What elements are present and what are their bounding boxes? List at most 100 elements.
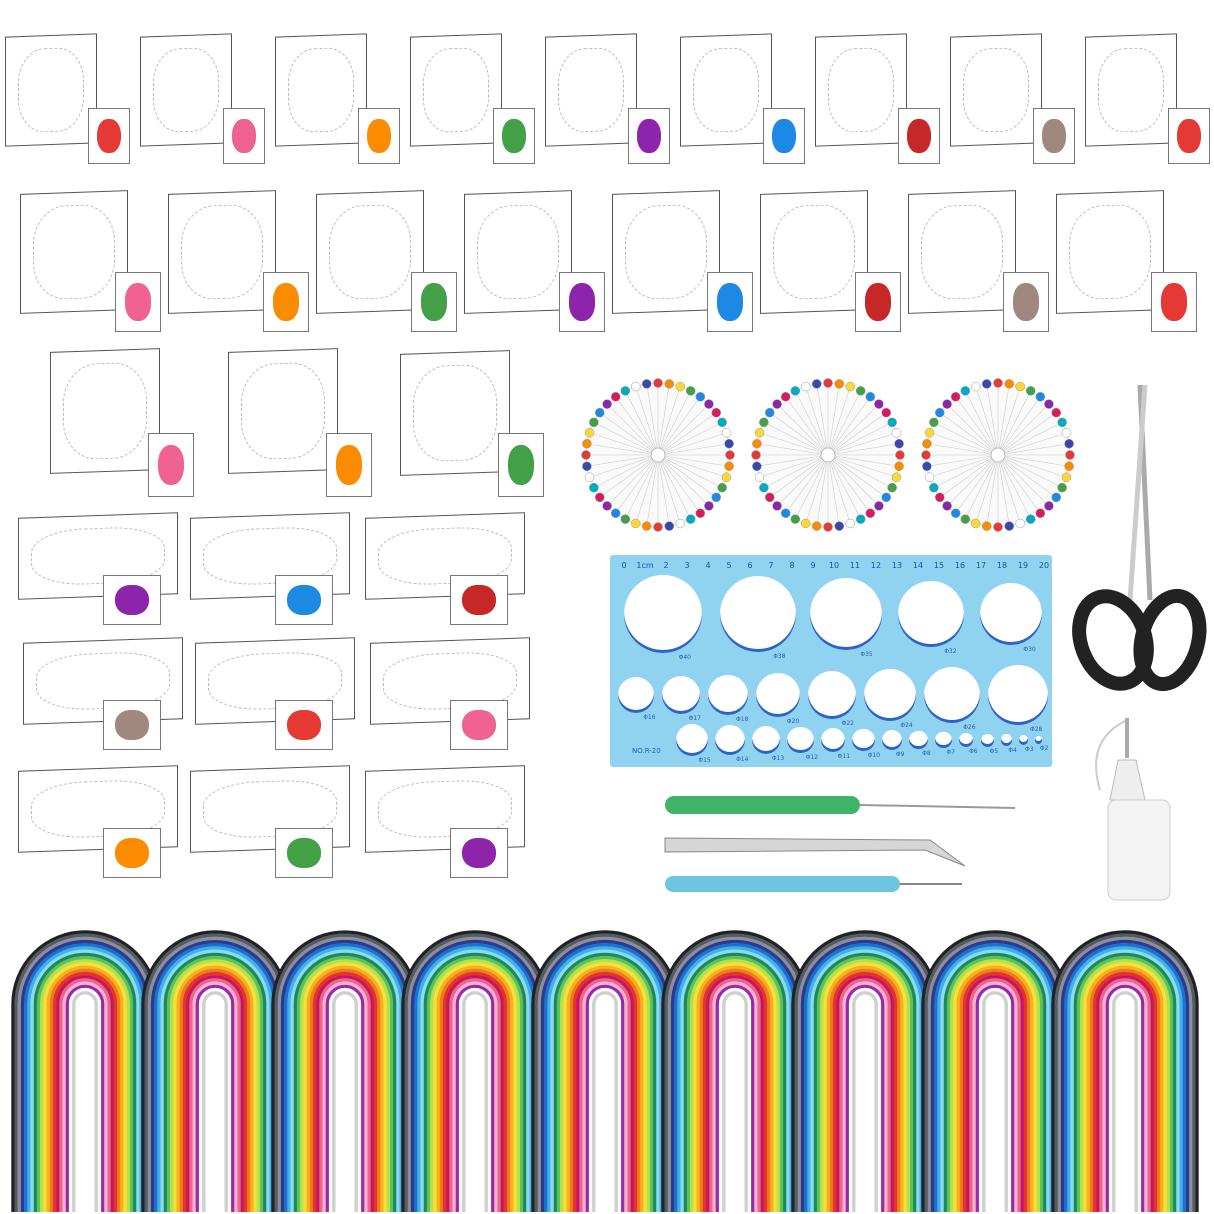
pin-head (950, 508, 961, 518)
paper-strip (68, 987, 102, 1212)
paper-strip-bundle (11, 930, 159, 1212)
pin-head (950, 392, 961, 402)
circle-template (752, 725, 781, 755)
paper-strip (566, 965, 644, 1212)
circle-template (808, 671, 856, 719)
finished-sample-thumbnail (103, 828, 161, 878)
pin-head (1025, 386, 1036, 396)
finished-sample-thumbnail (450, 575, 508, 625)
paper-strip (550, 949, 660, 1212)
paper-strip (293, 952, 397, 1212)
circle-template (909, 730, 928, 750)
ruler-scale-mark: 18 (996, 561, 1008, 570)
paper-strip (189, 978, 241, 1212)
ruler-scale-mark: 2 (663, 561, 669, 570)
paper-strip (553, 952, 657, 1212)
pin-head (895, 450, 905, 460)
circle-size-label: Φ7 (946, 749, 956, 757)
paper-strip (972, 981, 1018, 1212)
paper-strip-bundle (921, 930, 1069, 1212)
pin-head (675, 381, 685, 392)
paper-strip (959, 968, 1031, 1212)
paper-strip (436, 965, 514, 1212)
paper-strip (306, 965, 384, 1212)
pin-head (881, 492, 891, 503)
circle-template (624, 575, 702, 653)
paper-strip (40, 959, 130, 1212)
paper-strip (1112, 991, 1138, 1212)
paper-strip (198, 987, 232, 1212)
paper-strip (458, 987, 492, 1212)
circle-size-label: Φ3 (1025, 745, 1034, 753)
pin-head (865, 392, 876, 402)
pin-head (942, 501, 952, 511)
ruler-scale-mark: 12 (870, 561, 882, 570)
paper-strip (59, 978, 111, 1212)
paper-strip-bundle (141, 930, 289, 1212)
paper-strip (836, 975, 894, 1212)
paper-strip (296, 955, 394, 1212)
paper-strip (953, 962, 1037, 1212)
paper-strip (576, 975, 634, 1212)
pin-head (1065, 450, 1075, 460)
ruler-model: NO.R-20 (632, 747, 661, 755)
pin-head (780, 508, 791, 518)
paper-strip (1080, 959, 1170, 1212)
paper-strip (24, 943, 146, 1212)
paper-strip (845, 984, 885, 1212)
paper-strip (946, 955, 1044, 1212)
circle-template (662, 676, 700, 714)
pin-head (874, 501, 884, 511)
paper-strip (563, 962, 647, 1212)
paper-strip (173, 962, 257, 1212)
pin-head (894, 438, 904, 449)
pin-head (891, 472, 902, 482)
paper-strip (826, 965, 904, 1212)
circle-template (715, 724, 746, 756)
pin-head (584, 472, 595, 482)
paper-strip (800, 939, 930, 1212)
pin-head (595, 407, 605, 418)
pin-head (887, 417, 897, 428)
paper-strip (956, 965, 1034, 1212)
circle-template (980, 583, 1042, 645)
pin-head (772, 501, 782, 511)
paper-strip (715, 984, 755, 1212)
paper-strip (1067, 946, 1183, 1212)
paper-strip (452, 981, 498, 1212)
circle-size-label: Φ8 (922, 750, 931, 758)
finished-sample-thumbnail (1003, 272, 1049, 332)
pin-head (610, 392, 621, 402)
paper-strip (582, 981, 628, 1212)
paper-strip (1105, 984, 1145, 1212)
pin-head (711, 492, 721, 503)
finished-sample-thumbnail (223, 108, 265, 164)
paper-strip (455, 984, 495, 1212)
pin-wheel (751, 378, 905, 532)
ruler-scale-mark: 1cm (636, 561, 654, 570)
paper-strip (290, 949, 400, 1212)
pin-head (929, 417, 939, 428)
paper-strip (677, 946, 793, 1212)
paper-strip (1092, 971, 1158, 1212)
paper-strip (823, 962, 907, 1212)
circle-template (958, 732, 974, 748)
pin-head (704, 501, 714, 511)
paper-strip (1073, 952, 1177, 1212)
circle-template (1018, 735, 1028, 745)
paper-strip (680, 949, 790, 1212)
circle-size-label: Φ10 (867, 752, 881, 760)
paper-strip (722, 991, 748, 1212)
pin-head (1044, 399, 1054, 409)
pin-head (1025, 514, 1036, 524)
paper-strip (683, 952, 787, 1212)
ruler-scale-mark: 19 (1017, 561, 1029, 570)
paper-strip (842, 981, 888, 1212)
paper-strip (182, 971, 248, 1212)
circle-size-label: Φ15 (698, 757, 711, 764)
ruler-scale-mark: 14 (912, 561, 924, 570)
paper-strip (46, 965, 124, 1212)
paper-strip (170, 959, 260, 1212)
pin-head (960, 514, 971, 524)
